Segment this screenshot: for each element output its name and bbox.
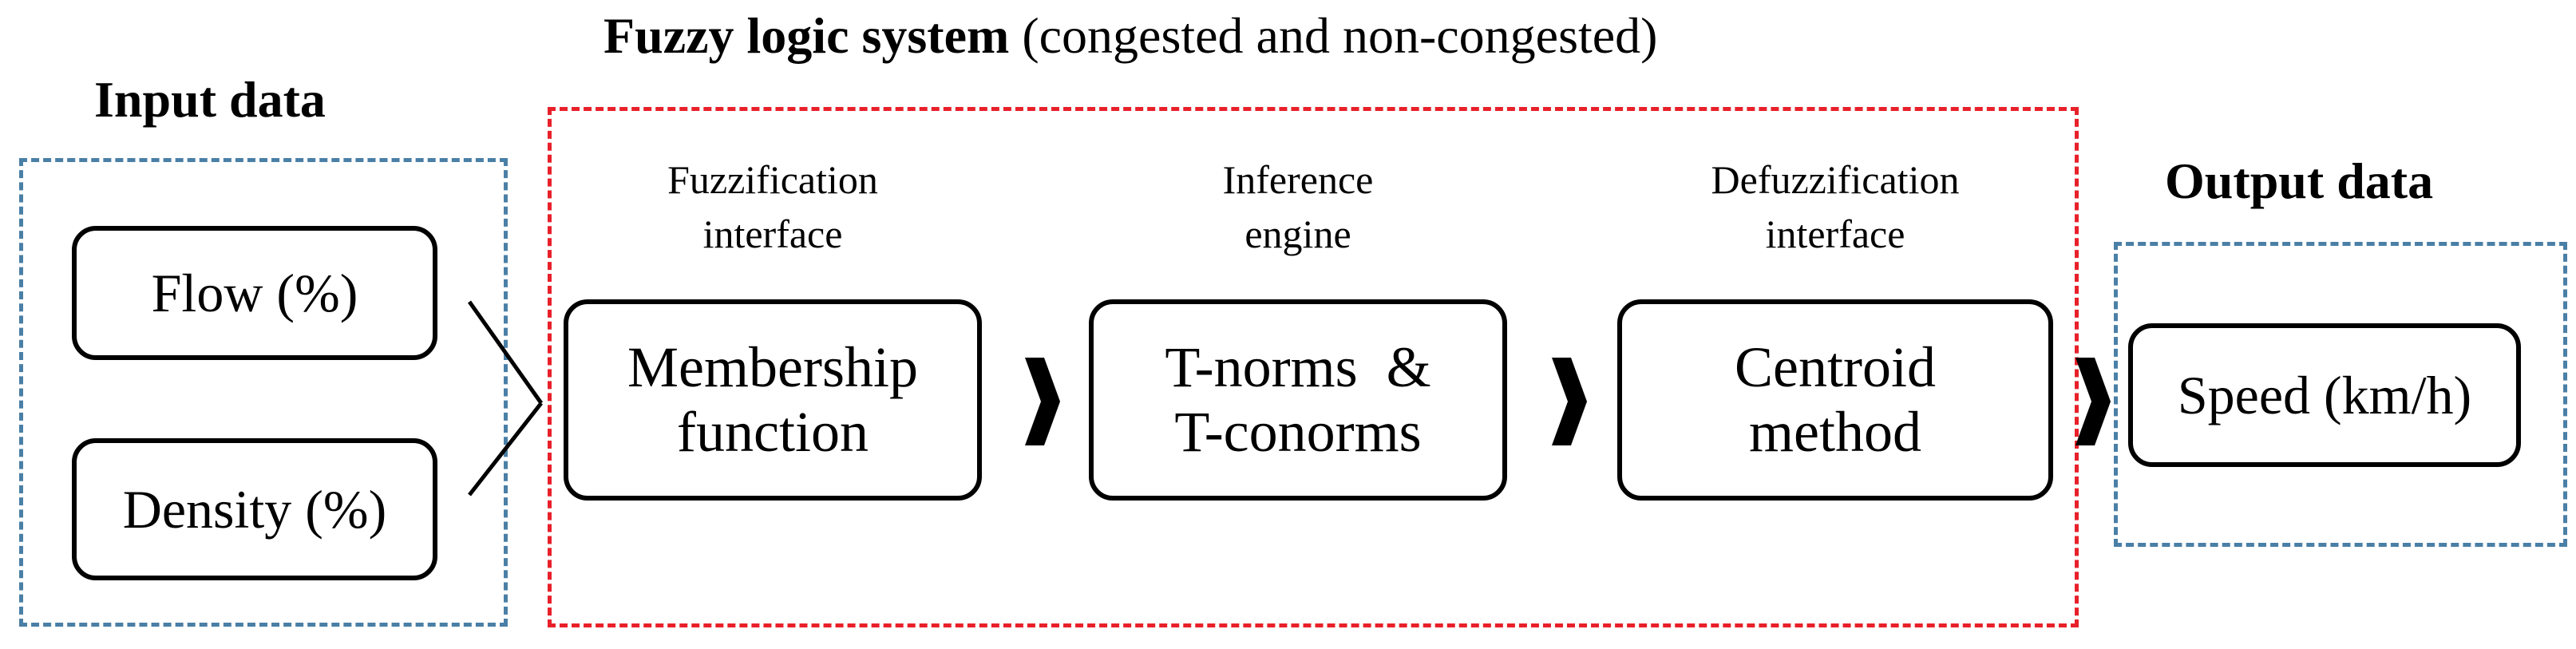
diagram-title: Fuzzy logic system (congested and non-co… (603, 6, 1657, 65)
centroid-method-line2: method (1749, 400, 1921, 464)
connector-line-flow (467, 300, 544, 405)
density-input-box: Density (%) (72, 438, 437, 580)
output-data-frame (2114, 242, 2567, 547)
inference-label: Inference engine (1089, 153, 1507, 261)
centroid-method-line1: Centroid (1735, 335, 1936, 400)
title-bold-part: Fuzzy logic system (603, 7, 1010, 64)
speed-output-label: Speed (km/h) (2177, 364, 2472, 425)
defuzzification-label: Defuzzification interface (1617, 153, 2053, 261)
density-input-label: Density (%) (122, 478, 387, 540)
inference-label-line2: engine (1244, 211, 1351, 256)
chevron-right-icon (2075, 358, 2111, 445)
defuzzification-label-line2: interface (1765, 211, 1905, 256)
fuzzification-label-line1: Fuzzification (667, 157, 878, 202)
fuzzification-label: Fuzzification interface (564, 153, 982, 261)
membership-function-line2: function (677, 400, 869, 464)
connector-line-density (468, 402, 543, 497)
output-data-heading: Output data (2165, 152, 2434, 209)
centroid-method-box: Centroid method (1617, 299, 2053, 501)
title-subtitle-part: (congested and non-congested) (1022, 7, 1658, 64)
inference-label-line1: Inference (1222, 157, 1374, 202)
fuzzification-label-line2: interface (702, 211, 843, 256)
flow-input-box: Flow (%) (72, 226, 437, 360)
chevron-right-icon (1025, 358, 1060, 445)
defuzzification-label-line1: Defuzzification (1711, 157, 1960, 202)
flow-input-label: Flow (%) (151, 262, 358, 323)
membership-function-line1: Membership (627, 335, 918, 400)
t-norms-line1: T-norms & (1165, 335, 1431, 400)
t-norms-box: T-norms & T-conorms (1089, 299, 1507, 501)
membership-function-box: Membership function (564, 299, 982, 501)
t-norms-line2: T-conorms (1174, 400, 1422, 464)
input-data-frame (19, 158, 508, 627)
fuzzy-system-frame (548, 107, 2079, 627)
chevron-right-icon (1552, 358, 1587, 445)
speed-output-box: Speed (km/h) (2128, 323, 2521, 467)
input-data-heading: Input data (94, 71, 326, 128)
